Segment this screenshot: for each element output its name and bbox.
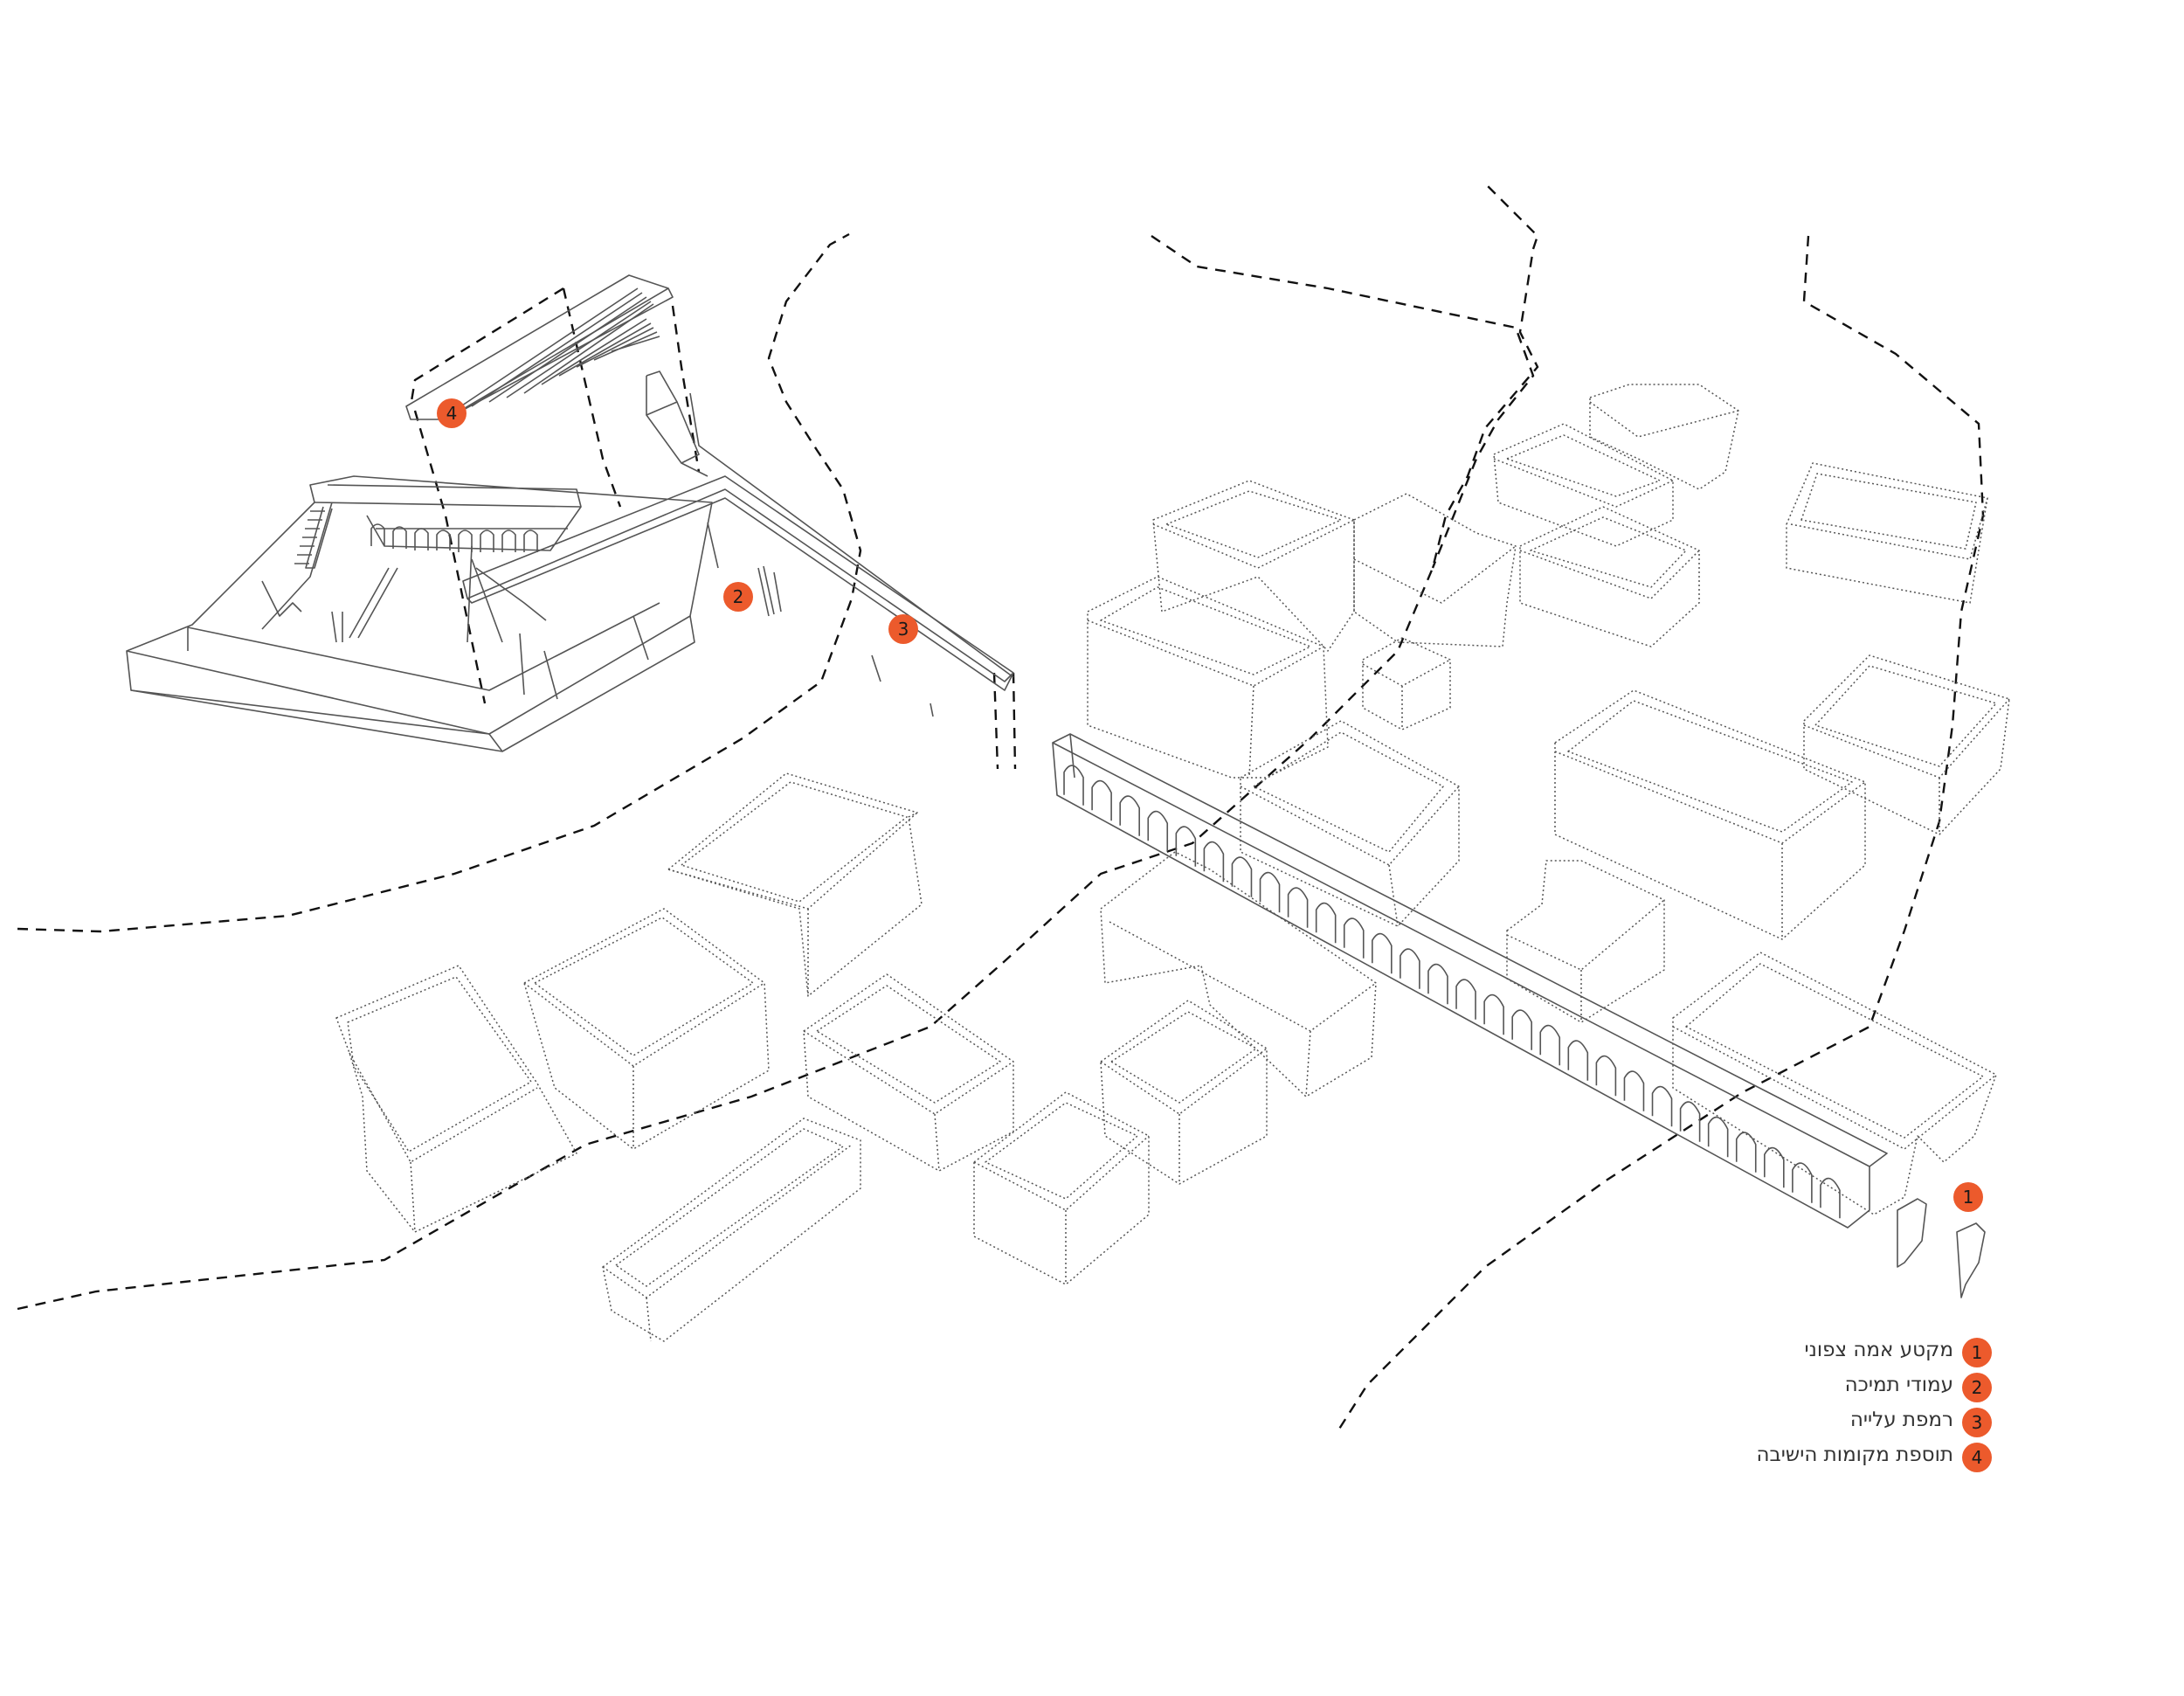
building-box bbox=[1493, 423, 1674, 547]
aqueduct-arch bbox=[1203, 841, 1225, 883]
legend-item: 1 מקטע אמה צפוני bbox=[1695, 1335, 1992, 1370]
aqueduct-arch bbox=[1567, 1040, 1589, 1081]
building-box bbox=[523, 908, 770, 1150]
legend: 1 מקטע אמה צפוני 2 עמודי תמיכה 3 רמפת על… bbox=[1695, 1335, 1992, 1475]
building-box bbox=[1100, 1000, 1268, 1185]
legend-label: מקטע אמה צפוני bbox=[1804, 1339, 1953, 1361]
aqueduct-arch bbox=[1427, 963, 1448, 1005]
aqueduct-arch bbox=[1315, 902, 1337, 944]
aqueduct-fragments bbox=[1897, 1198, 1986, 1298]
aqueduct-arch bbox=[1231, 856, 1253, 897]
aqueduct-arch bbox=[1764, 1146, 1785, 1188]
building-box bbox=[1506, 860, 1665, 1023]
aqueduct-arch bbox=[1343, 917, 1365, 959]
legend-label: רמפת עלייה bbox=[1849, 1409, 1953, 1431]
legend-marker: 1 bbox=[1962, 1338, 1992, 1367]
legend-item: 3 רמפת עלייה bbox=[1695, 1405, 1992, 1440]
building-box bbox=[602, 1118, 861, 1342]
aqueduct-arch bbox=[1483, 993, 1504, 1035]
aqueduct-arch bbox=[1792, 1162, 1813, 1203]
building-box bbox=[335, 965, 577, 1233]
legend-label: תוספת מקומות הישיבה bbox=[1756, 1443, 1953, 1466]
boundary-dashed-lines bbox=[17, 183, 1985, 1434]
marker-1: 1 bbox=[1953, 1182, 1983, 1212]
aqueduct-arch bbox=[1820, 1177, 1841, 1219]
aqueduct-arch bbox=[1455, 979, 1476, 1020]
legend-marker: 4 bbox=[1962, 1443, 1992, 1472]
building-box bbox=[1087, 576, 1329, 779]
building-box bbox=[1554, 689, 1866, 940]
legend-label: עמודי תמיכה bbox=[1844, 1374, 1953, 1396]
legend-item: 4 תוספת מקומות הישיבה bbox=[1695, 1440, 1992, 1475]
building-box bbox=[973, 1091, 1150, 1285]
legend-item: 2 עמודי תמיכה bbox=[1695, 1370, 1992, 1405]
building-box bbox=[1100, 851, 1377, 1097]
complex-structure bbox=[126, 274, 1014, 752]
aqueduct-arch bbox=[1119, 795, 1140, 836]
aqueduct-arch bbox=[1400, 948, 1420, 989]
building-box bbox=[1152, 480, 1355, 652]
aqueduct-arch bbox=[1372, 932, 1393, 974]
aqueduct-arch bbox=[1259, 871, 1281, 913]
svg-text:3: 3 bbox=[898, 619, 909, 640]
building-box bbox=[1786, 462, 1988, 604]
aqueduct-arch bbox=[1511, 1009, 1532, 1050]
building-box bbox=[1362, 637, 1451, 730]
building-box bbox=[1672, 952, 1997, 1215]
svg-text:2: 2 bbox=[733, 586, 744, 607]
building-box bbox=[1240, 720, 1460, 927]
context-buildings bbox=[335, 384, 2010, 1342]
aqueduct-arch bbox=[1091, 779, 1112, 821]
svg-text:4: 4 bbox=[446, 403, 458, 424]
marker-3: 3 bbox=[888, 614, 918, 644]
aqueduct-segment bbox=[1052, 733, 1888, 1229]
aqueduct-arch bbox=[1707, 1116, 1729, 1158]
building-box bbox=[1589, 384, 1739, 490]
aqueduct-arch bbox=[1539, 1024, 1561, 1066]
building-box bbox=[803, 973, 1014, 1172]
building-box bbox=[1353, 493, 1517, 647]
aqueduct-arch bbox=[1147, 810, 1169, 852]
aqueduct-arch bbox=[1735, 1132, 1757, 1173]
aqueduct-arch bbox=[1175, 826, 1197, 867]
legend-marker: 2 bbox=[1962, 1373, 1992, 1402]
marker-2: 2 bbox=[723, 582, 753, 612]
aqueduct-arch bbox=[1651, 1085, 1673, 1127]
building-box bbox=[1803, 654, 2010, 835]
legend-marker: 3 bbox=[1962, 1408, 1992, 1437]
aqueduct-arch bbox=[1595, 1055, 1617, 1097]
aqueduct-arch bbox=[1623, 1070, 1645, 1111]
marker-4: 4 bbox=[437, 398, 467, 428]
building-box bbox=[667, 772, 923, 997]
aqueduct-arch bbox=[1063, 765, 1084, 806]
svg-text:1: 1 bbox=[1963, 1187, 1974, 1208]
aqueduct-arch bbox=[1287, 887, 1309, 928]
aqueduct-arch bbox=[1679, 1101, 1701, 1142]
building-box bbox=[1519, 506, 1700, 647]
